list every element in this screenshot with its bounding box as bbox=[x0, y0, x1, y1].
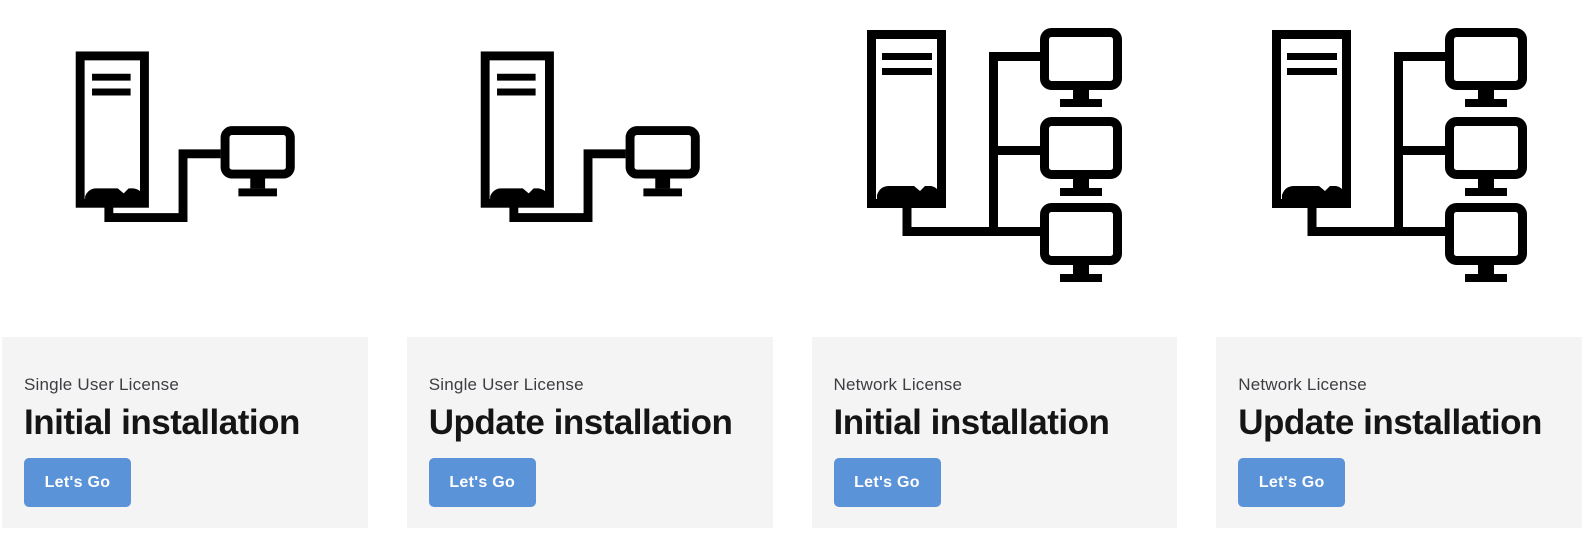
icon-area bbox=[812, 0, 1178, 337]
license-selection-page: Single User License Initial installation… bbox=[2, 0, 1582, 528]
lets-go-button[interactable]: Let's Go bbox=[1238, 458, 1346, 508]
card-title: Initial installation bbox=[833, 403, 1110, 443]
icon-area bbox=[407, 0, 773, 337]
card-title: Update installation bbox=[428, 403, 733, 443]
single-user-computer-icon bbox=[75, 51, 295, 223]
license-type-label: Network License bbox=[1238, 375, 1367, 394]
license-type-label: Network License bbox=[833, 375, 963, 394]
card-body: Single User License Initial installation… bbox=[2, 337, 368, 528]
icon-area bbox=[1216, 0, 1582, 337]
network-computers-icon bbox=[1272, 28, 1528, 282]
lets-go-button[interactable]: Let's Go bbox=[833, 458, 941, 508]
card-body: Single User License Update installation … bbox=[406, 337, 773, 528]
license-card-single-initial: Single User License Initial installation… bbox=[2, 0, 368, 528]
license-type-label: Single User License bbox=[428, 375, 584, 394]
icon-area bbox=[2, 0, 368, 337]
license-card-single-update: Single User License Update installation … bbox=[406, 0, 773, 528]
network-computers-icon bbox=[867, 28, 1123, 282]
card-body: Network License Update installation Let'… bbox=[1216, 337, 1582, 528]
lets-go-button[interactable]: Let's Go bbox=[428, 458, 536, 508]
license-card-network-initial: Network License Initial installation Let… bbox=[811, 0, 1178, 528]
card-title: Update installation bbox=[1238, 403, 1542, 443]
lets-go-button[interactable]: Let's Go bbox=[24, 458, 131, 508]
license-card-network-update: Network License Update installation Let'… bbox=[1216, 0, 1582, 528]
card-title: Initial installation bbox=[24, 403, 300, 443]
single-user-computer-icon bbox=[480, 51, 700, 223]
card-body: Network License Initial installation Let… bbox=[811, 337, 1178, 528]
license-type-label: Single User License bbox=[24, 375, 179, 394]
